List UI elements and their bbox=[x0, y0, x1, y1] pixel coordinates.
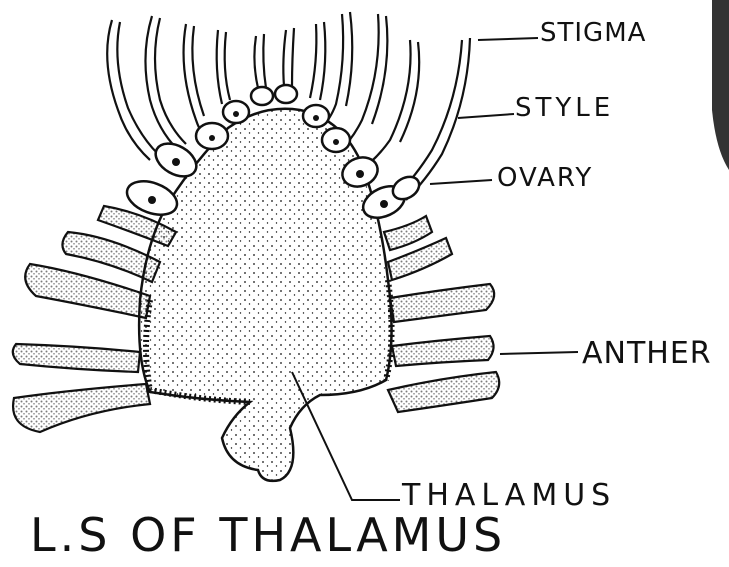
anther-group-right bbox=[384, 216, 499, 412]
leader-anther bbox=[500, 352, 578, 354]
leader-ovary bbox=[430, 180, 492, 184]
leader-stigma bbox=[478, 38, 538, 40]
label-anther: ANTHER bbox=[582, 336, 712, 371]
leader-style bbox=[458, 114, 514, 118]
figure-caption: L.S OF THALAMUS bbox=[30, 508, 506, 562]
label-ovary: OVARY bbox=[497, 163, 593, 193]
label-style: STYLE bbox=[515, 93, 614, 123]
label-stigma: STIGMA bbox=[540, 18, 646, 48]
page-edge-shading bbox=[712, 0, 729, 170]
